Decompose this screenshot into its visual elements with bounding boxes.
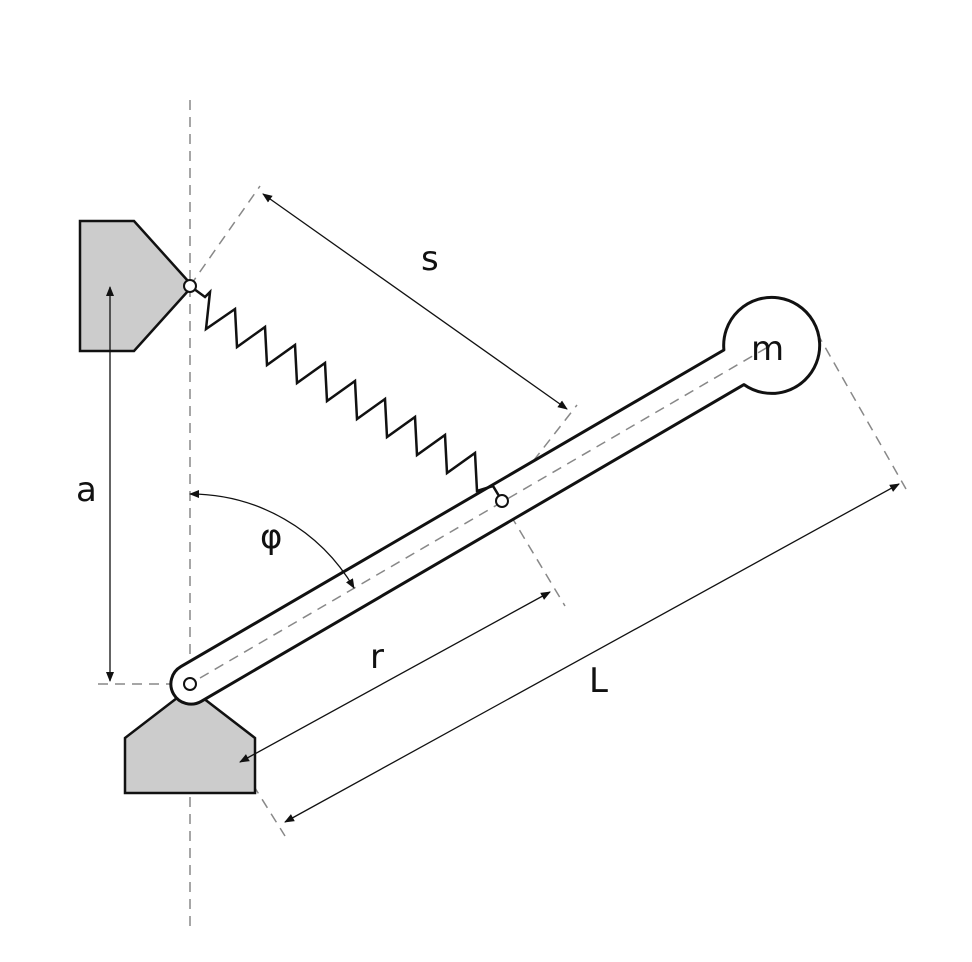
L-extension-tip [816, 332, 907, 490]
L-dimension-arrow [284, 483, 900, 823]
s-extension-upper [189, 185, 261, 287]
label-s: s [421, 239, 439, 279]
upper-support [78, 219, 190, 353]
label-r: r [370, 637, 384, 677]
label-phi: φ [260, 517, 282, 557]
phi-angle-arc [189, 490, 355, 589]
spring [189, 284, 504, 502]
upper-spring-joint [183, 279, 197, 293]
rod-spring-joint [495, 494, 509, 508]
pivot-joint [183, 677, 197, 691]
label-L: L [589, 661, 608, 701]
s-dimension-arrow [262, 193, 568, 410]
label-m: m [751, 329, 784, 369]
label-a: a [76, 470, 97, 510]
